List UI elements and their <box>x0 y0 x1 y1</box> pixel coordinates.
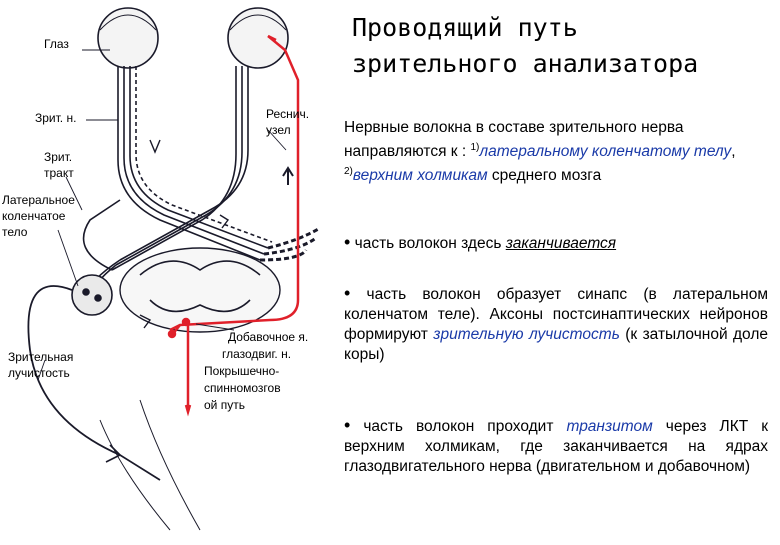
label-ciliary-node-line2: узел <box>266 123 291 138</box>
intro-comma: , <box>731 143 735 160</box>
intro-paragraph: Нервные волокна в составе зрительного не… <box>344 118 768 186</box>
left-optic-nerve <box>118 66 260 260</box>
label-optic-radiation-line1: Зрительная <box>8 350 73 365</box>
bullet-1-text: часть волокон здесь <box>350 235 505 252</box>
title-line-1: Проводящий путь <box>352 10 772 46</box>
label-accessory-nucleus-line2: глазодвиг. н. <box>222 347 291 362</box>
midbrain-section <box>120 248 280 332</box>
bullet-2: • часть волокон образует синапс (в латер… <box>344 283 768 365</box>
lateral-geniculate-body <box>72 275 112 315</box>
bullet-3-text: часть волокон проходит <box>350 418 566 435</box>
left-eyeball <box>98 8 158 68</box>
intro-tail: среднего мозга <box>488 167 602 184</box>
label-optic-tract-line1: Зрит. <box>44 150 72 165</box>
label-optic-nerve: Зрит. н. <box>35 111 76 126</box>
slide-title: Проводящий путь зрительного анализатора <box>352 10 772 82</box>
bullet-1-emphasis: заканчивается <box>506 235 616 252</box>
label-tectospinal-line1: Покрышечно- <box>204 364 279 379</box>
bullet-3: • часть волокон проходит транзитом через… <box>344 415 768 477</box>
label-accessory-nucleus-line1: Добавочное я. <box>228 330 308 345</box>
label-lgb-line2: коленчатое <box>2 209 65 224</box>
bullet-1: • часть волокон здесь заканчивается <box>344 232 768 254</box>
label-tectospinal-line2: спинномозгов <box>204 381 281 396</box>
title-line-2: зрительного анализатора <box>352 46 772 82</box>
bullet-2-emphasis: зрительную лучистость <box>433 326 620 343</box>
label-ciliary-node-line1: Реснич. <box>266 107 309 122</box>
label-optic-radiation-line2: лучистость <box>8 366 70 381</box>
label-optic-tract-line2: тракт <box>44 166 74 181</box>
pathway-drawing <box>0 0 340 540</box>
label-lgb-line1: Латеральное <box>2 193 75 208</box>
right-eyeball <box>228 8 288 68</box>
intro-target-lgb: латеральному коленчатому телу <box>479 143 731 160</box>
intro-target-colliculi: верхним холмикам <box>353 167 488 184</box>
label-tectospinal-line3: ой путь <box>204 398 245 413</box>
visual-pathway-diagram: Глаз Зрит. н. Реснич. узел Зрит. тракт Л… <box>0 0 340 540</box>
bullet-3-emphasis: транзитом <box>566 418 652 435</box>
intro-sup-2: 2) <box>344 166 353 177</box>
label-lgb-line3: тело <box>2 225 27 240</box>
label-eye: Глаз <box>44 37 69 52</box>
